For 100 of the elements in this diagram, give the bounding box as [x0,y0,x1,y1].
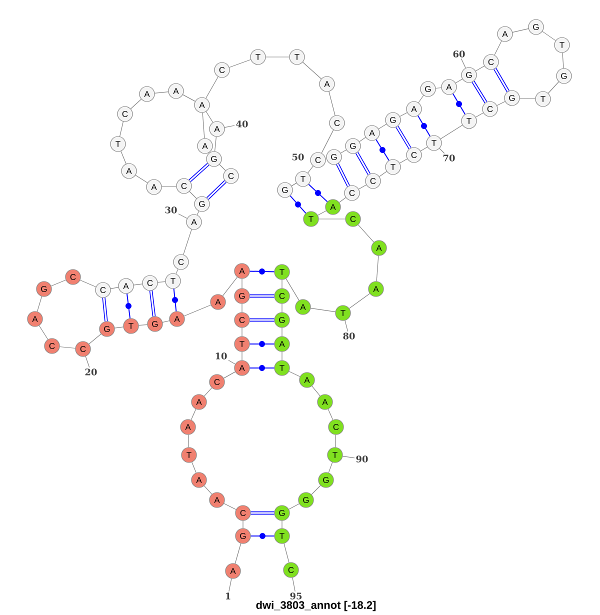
backbone-line [378,124,387,130]
position-number: 90 [356,456,368,462]
leader-line [228,578,232,592]
base-pair-line [417,115,431,137]
base-pair-line [355,152,371,176]
backbone-line [50,280,66,286]
position-number: 40 [236,120,248,128]
backbone-line [455,78,463,84]
base-pair-line [102,298,108,322]
backbone-line [310,308,336,312]
backbone-line [182,94,196,102]
backbone-line [204,486,212,494]
backbone-line [494,40,502,56]
position-number: 20 [85,368,97,376]
base-pair-line [250,511,274,515]
backbone-line [338,197,346,203]
backbone-line [359,137,366,142]
backbone-line [334,434,336,448]
backbone-line [36,296,42,312]
backbone-line [190,408,196,420]
backbone-line [475,66,485,72]
base-pair-line [376,139,390,161]
backbone-line [440,124,463,140]
backbone-line [214,136,217,152]
backbone-line [399,158,408,164]
backbone-line [234,543,242,564]
base-pair-line [472,80,488,104]
backbone-line [162,320,170,323]
backbone-line [312,386,320,396]
base-pair-line [206,180,226,200]
backbone-line [110,287,119,289]
backbone-line [562,52,564,69]
backbone-line [318,210,326,216]
backbone-line [400,112,408,117]
backbone-line [157,281,166,283]
backbone-line [119,121,124,137]
backbone-line [340,150,347,154]
backbone-line [311,485,321,495]
backbone-line [358,224,374,242]
backbone-line [379,171,387,177]
position-number: 1 [226,592,230,600]
backbone-line [114,326,124,328]
leader-line [85,356,90,368]
backbone-line [219,164,226,171]
backbone-line [184,304,212,316]
backbone-line [376,255,379,282]
backbone-line [80,280,96,288]
leader-line [460,58,466,68]
backbone-line [548,81,560,94]
backbone-line [328,462,333,473]
position-number: 70 [443,154,455,162]
backbone-line [435,87,442,89]
backbone-line [328,91,336,116]
backbone-line [176,268,178,274]
base-pair-line [249,268,275,274]
backbone-line [284,543,290,563]
base-pair-line [308,184,328,202]
leader-line [228,360,236,364]
backbone-line [321,130,334,154]
position-number: 60 [453,50,465,58]
backbone-line [286,278,300,301]
base-pair-line [250,294,274,298]
backbone-line [224,372,236,378]
leader-line [178,214,188,219]
leader-line [342,456,355,458]
leader-line [344,320,348,332]
backbone-line [475,112,484,118]
base-pair-line [250,533,275,539]
base-pair-line [249,341,275,347]
backbone-line [242,520,244,528]
backbone-line [206,111,214,123]
backbone-line [328,408,334,420]
backbone-line [224,503,236,510]
backbone-line [418,95,424,103]
backbone-line [520,98,536,100]
backbone-line [138,324,148,326]
backbone-line [496,101,506,106]
backbone-line [288,371,300,377]
backbone-line [229,59,251,68]
backbone-line [512,28,529,33]
base-pair-line [126,293,132,319]
caption: dwi_3803_annot [-18.2] [256,600,376,612]
position-number: 10 [216,352,227,360]
backbone-line [542,31,556,41]
base-pair-line [172,288,178,312]
position-number: 80 [343,332,355,340]
position-number: 30 [165,206,177,214]
base-pair-line [396,126,412,150]
backbone-line [222,276,238,296]
base-pair-line [336,163,350,187]
leader-line [292,577,296,592]
backbone-line [291,182,297,186]
backbone-line [288,503,300,510]
base-pair-line [188,163,210,182]
backbone-line [202,112,205,139]
backbone-line [192,462,196,474]
base-pair-line [452,93,466,115]
backbone-line [188,434,190,448]
position-number: 95 [290,592,302,600]
backbone-line [196,210,200,216]
